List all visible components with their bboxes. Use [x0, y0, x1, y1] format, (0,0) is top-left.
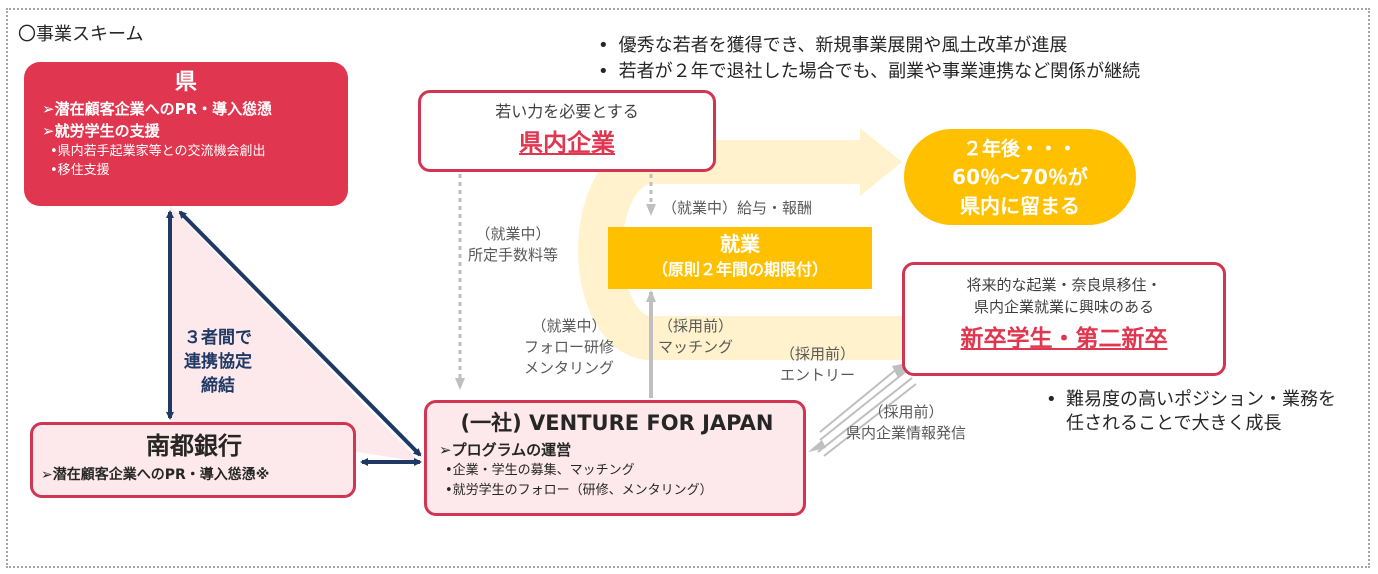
vfj-subrole: •就労学生のフォロー（研修、メンタリング） [445, 483, 713, 498]
scheme-frame [6, 8, 1370, 568]
fee-label-line: （就業中） [475, 225, 551, 243]
entry-label-line: （採用前） [780, 345, 856, 363]
prefecture-role: ➢潜在顧客企業へのPR・導入慫慂 [42, 100, 273, 118]
note-item: 若者が２年で退社した場合でも、副業や事業連携など関係が継続 [598, 59, 1140, 85]
follow-label: （就業中） フォロー研修 メンタリング [524, 316, 614, 379]
growth-line: 難易度の高いポジション・業務を [1066, 389, 1336, 410]
salary-label: （就業中）給与・報酬 [662, 199, 813, 217]
entry-label: （採用前） エントリー [780, 344, 855, 386]
prefecture-box: 県 ➢潜在顧客企業へのPR・導入慫慂 ➢就労学生の支援 •県内若手起業家等との交… [24, 62, 348, 206]
growth-note: • 難易度の高いポジション・業務を 任されることで大きく成長 [1046, 388, 1336, 436]
prefecture-subrole: •移住支援 [50, 163, 110, 178]
student-box: 将来的な起業・奈良県移住・ 県内企業就業に興味のある 新卒学生・第二新卒 [902, 262, 1226, 376]
prefecture-subrole: •県内若手起業家等との交流機会創出 [50, 144, 266, 159]
agreement-label: ３者間で 連携協定 締結 [184, 326, 252, 398]
bullet-icon: • [1046, 389, 1057, 410]
entry-label-line: エントリー [780, 366, 856, 384]
entry-arrow [819, 367, 906, 441]
ken-vfj-arrow [178, 210, 422, 457]
outcome-badge: ２年後・・・ 60％～70％が 県内に留まる [904, 129, 1136, 225]
follow-label-line: フォロー研修 [524, 338, 615, 356]
follow-label-line: （就業中） [531, 317, 607, 335]
agreement-line: 締結 [201, 376, 235, 396]
outcome-line: 県内に留まる [960, 194, 1080, 218]
info-label: （採用前） 県内企業情報発信 [846, 402, 966, 444]
benefit-notes: 優秀な若者を獲得でき、新規事業展開や風土改革が進展 若者が２年で退社した場合でも… [598, 33, 1140, 85]
company-subtitle: 若い力を必要とする [495, 102, 639, 121]
prefecture-role: ➢就労学生の支援 [42, 122, 160, 140]
bank-role: ➢潜在顧客企業へのPR・導入慫慂※ [41, 467, 270, 483]
bank-box: 南都銀行 ➢潜在顧客企業へのPR・導入慫慂※ [30, 422, 356, 498]
info-label-line: （採用前） [868, 403, 944, 421]
info-arrow [817, 377, 917, 457]
vfj-title: (一社) VENTURE FOR JAPAN [460, 411, 774, 435]
note-item: 優秀な若者を獲得でき、新規事業展開や風土改革が進展 [598, 33, 1140, 59]
agreement-line: 連携協定 [184, 352, 252, 372]
vfj-box: (一社) VENTURE FOR JAPAN ➢プログラムの運営 •企業・学生の… [424, 400, 806, 516]
matching-label-line: （採用前） [658, 317, 734, 335]
prefecture-title: 県 [174, 70, 197, 95]
outcome-line: 60％～70％が [952, 165, 1088, 189]
section-title: 〇事業スキーム [18, 24, 144, 45]
growth-line: 任されることで大きく成長 [1066, 413, 1282, 434]
follow-label-line: メンタリング [524, 359, 615, 377]
employment-title: 就業 [720, 232, 760, 256]
vfj-role: ➢プログラムの運営 [439, 441, 572, 459]
student-subtitle: 県内企業就業に興味のある [973, 298, 1154, 316]
fee-label-line: 所定手数料等 [468, 246, 559, 264]
vfj-subrole: •企業・学生の募集、マッチング [445, 463, 635, 478]
outcome-line: ２年後・・・ [962, 138, 1077, 160]
employment-box: 就業 （原則２年間の期限付） [608, 227, 872, 289]
fee-label: （就業中） 所定手数料等 [468, 224, 558, 266]
employment-subtitle: （原則２年間の期限付） [651, 260, 828, 279]
info-label-line: 県内企業情報発信 [846, 424, 967, 442]
agreement-line: ３者間で [184, 328, 252, 348]
company-box: 若い力を必要とする 県内企業 [418, 90, 716, 172]
bank-title: 南都銀行 [146, 432, 242, 460]
matching-label: （採用前） マッチング [658, 316, 733, 358]
student-subtitle: 将来的な起業・奈良県移住・ [966, 276, 1162, 294]
student-title: 新卒学生・第二新卒 [960, 326, 1168, 352]
matching-label-line: マッチング [658, 338, 734, 356]
company-title: 県内企業 [519, 129, 615, 157]
